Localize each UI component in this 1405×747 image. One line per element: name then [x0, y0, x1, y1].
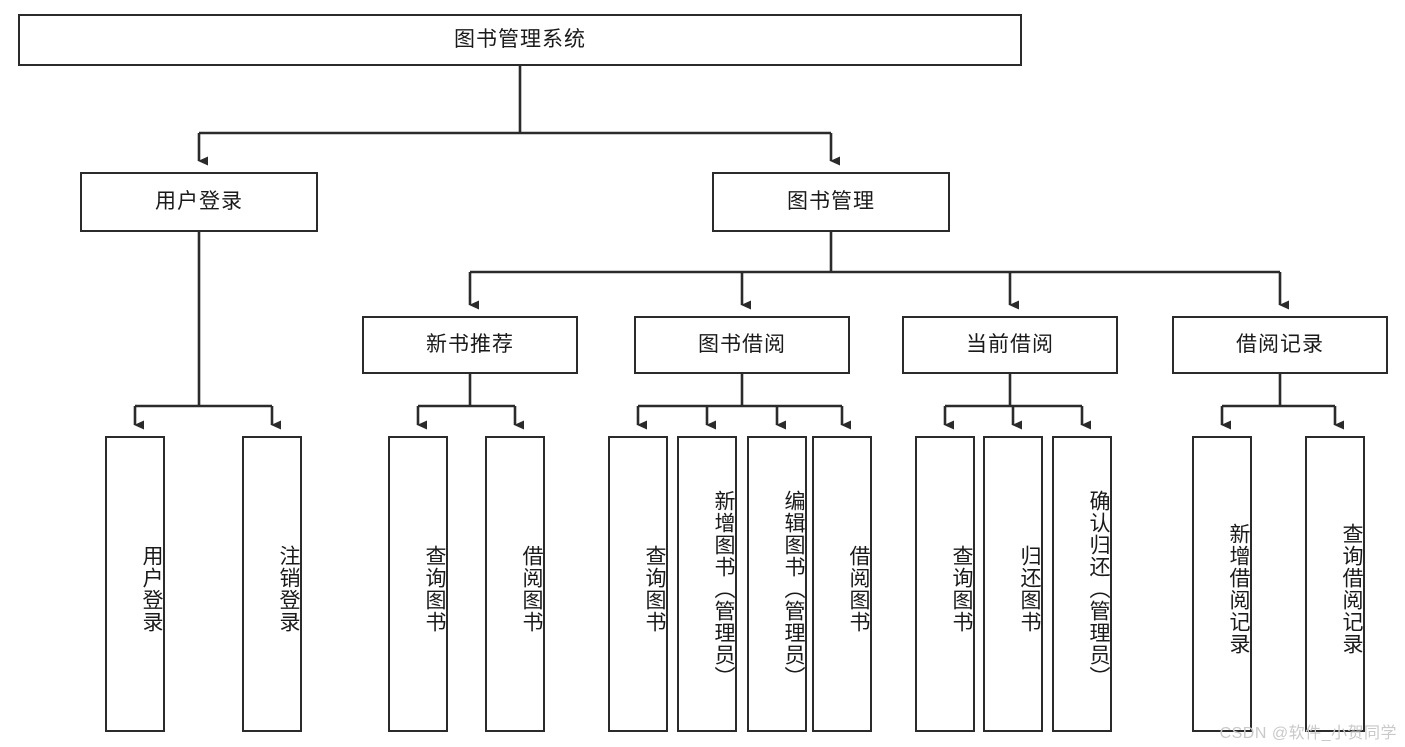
node-label: 用户登录 — [140, 545, 163, 633]
node-label: 新增借阅记录 — [1227, 523, 1250, 655]
node-level1-1[interactable]: 图书管理 — [712, 172, 950, 232]
node-label: 注销登录 — [277, 545, 300, 633]
node-leaf-4[interactable]: 查询图书 — [608, 436, 668, 732]
node-leaf-12[interactable]: 查询借阅记录 — [1305, 436, 1365, 732]
node-level2-0[interactable]: 新书推荐 — [362, 316, 578, 374]
node-label: 查询图书 — [950, 545, 973, 633]
node-label: 借阅图书 — [520, 545, 543, 633]
node-level2-3[interactable]: 借阅记录 — [1172, 316, 1388, 374]
node-leaf-7[interactable]: 借阅图书 — [812, 436, 872, 732]
node-leaf-5[interactable]: 新增图书（管理员） — [677, 436, 737, 732]
node-label: 编辑图书（管理员） — [782, 490, 805, 688]
node-label: 图书管理 — [787, 190, 875, 214]
node-label: 查询借阅记录 — [1340, 523, 1363, 655]
node-label: 新书推荐 — [426, 333, 514, 357]
watermark-text: CSDN @软件_小贺同学 — [1219, 725, 1397, 742]
node-root[interactable]: 图书管理系统 — [18, 14, 1022, 66]
node-level1-0[interactable]: 用户登录 — [80, 172, 318, 232]
node-leaf-1[interactable]: 注销登录 — [242, 436, 302, 732]
node-label: 查询图书 — [643, 545, 666, 633]
node-leaf-6[interactable]: 编辑图书（管理员） — [747, 436, 807, 732]
node-level2-2[interactable]: 当前借阅 — [902, 316, 1118, 374]
node-leaf-11[interactable]: 新增借阅记录 — [1192, 436, 1252, 732]
node-level2-1[interactable]: 图书借阅 — [634, 316, 850, 374]
node-label: 借阅图书 — [847, 545, 870, 633]
node-label: 确认归还（管理员） — [1087, 490, 1110, 688]
node-label: 当前借阅 — [966, 333, 1054, 357]
node-leaf-3[interactable]: 借阅图书 — [485, 436, 545, 732]
node-leaf-0[interactable]: 用户登录 — [105, 436, 165, 732]
node-leaf-2[interactable]: 查询图书 — [388, 436, 448, 732]
node-label: 用户登录 — [155, 190, 243, 214]
node-leaf-10[interactable]: 确认归还（管理员） — [1052, 436, 1112, 732]
node-label: 查询图书 — [423, 545, 446, 633]
node-label: 借阅记录 — [1236, 333, 1324, 357]
node-label: 图书借阅 — [698, 333, 786, 357]
node-label: 新增图书（管理员） — [712, 490, 735, 688]
node-label: 图书管理系统 — [454, 28, 586, 52]
node-label: 归还图书 — [1018, 545, 1041, 633]
node-leaf-9[interactable]: 归还图书 — [983, 436, 1043, 732]
node-leaf-8[interactable]: 查询图书 — [915, 436, 975, 732]
